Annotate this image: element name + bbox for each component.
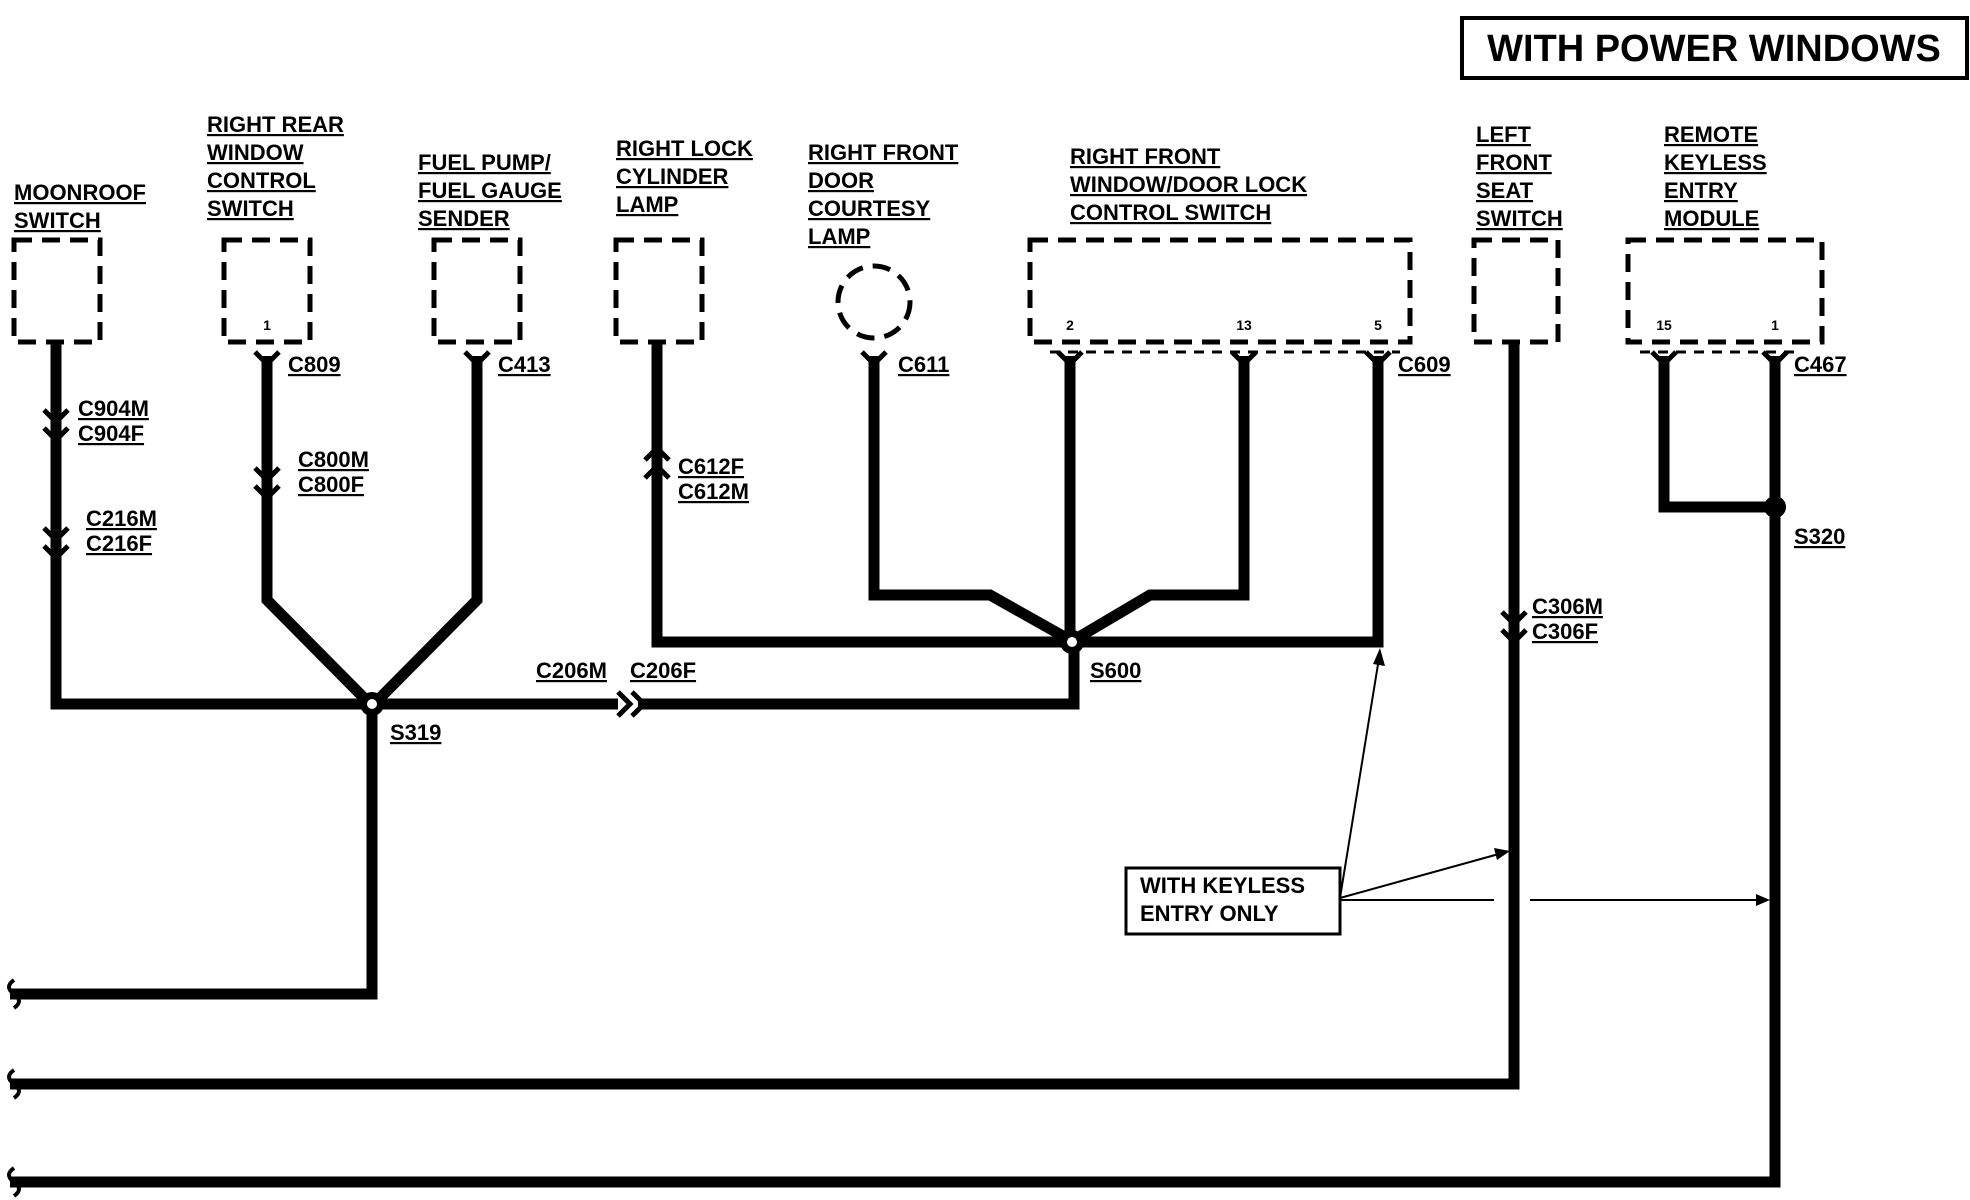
right-lock-cylinder-lamp-label: RIGHT LOCK CYLINDER LAMP (616, 136, 753, 217)
note-leader-arrows (1339, 648, 1770, 906)
right-front-door-courtesy-lamp-label: RIGHT FRONT DOOR COURTESY LAMP (808, 140, 959, 249)
connector-c216f: C216F (86, 531, 152, 556)
svg-text:LAMP: LAMP (616, 192, 678, 217)
pin-c609-13: 13 (1236, 317, 1252, 333)
svg-text:COURTESY: COURTESY (808, 196, 931, 221)
keyless-entry-note: WITH KEYLESS ENTRY ONLY (1124, 866, 1342, 936)
svg-text:RIGHT REAR: RIGHT REAR (207, 112, 344, 137)
svg-text:LAMP: LAMP (808, 224, 870, 249)
pin-c609-5: 5 (1374, 317, 1382, 333)
svg-text:SWITCH: SWITCH (207, 196, 294, 221)
connector-c306f: C306F (1532, 619, 1598, 644)
wire-c609-pin13 (1071, 356, 1250, 645)
svg-text:LEFT: LEFT (1476, 122, 1532, 147)
splice-s319: S319 (390, 720, 441, 745)
wire-c206f-to-s600 (638, 642, 1080, 710)
wire-rke-pin15 (1658, 356, 1775, 513)
wire-right-rear-window (261, 356, 374, 708)
splice-s320-dot (1764, 496, 1786, 518)
svg-text:RIGHT LOCK: RIGHT LOCK (616, 136, 753, 161)
svg-text:FUEL PUMP/: FUEL PUMP/ (418, 150, 551, 175)
wire-rke-pin1 (10, 356, 1781, 1188)
svg-text:SWITCH: SWITCH (14, 208, 101, 233)
splice-s319-dot-inner (367, 699, 377, 709)
wire-lock-cylinder (651, 342, 1070, 648)
wire-continuation-marks (7, 978, 21, 1198)
connector-c904f: C904F (78, 421, 144, 446)
connector-c612m: C612M (678, 479, 749, 504)
wire-c609-pin5 (1074, 356, 1384, 648)
svg-text:DOOR: DOOR (808, 168, 874, 193)
connector-c809: C809 (288, 352, 341, 377)
connector-c611: C611 (898, 352, 949, 377)
fuel-pump-sender-label: FUEL PUMP/ FUEL GAUGE SENDER (418, 150, 562, 231)
right-rear-window-switch-label: RIGHT REAR WINDOW CONTROL SWITCH (207, 112, 344, 221)
window-door-lock-switch-label: RIGHT FRONT WINDOW/DOOR LOCK CONTROL SWI… (1070, 144, 1307, 225)
wire-s319-down (10, 704, 378, 1000)
connector-c413: C413 (498, 352, 551, 377)
svg-text:SENDER: SENDER (418, 206, 510, 231)
moonroof-switch-label: MOONROOF SWITCH (14, 180, 146, 233)
connector-c216m: C216M (86, 506, 157, 531)
connector-c800f: C800F (298, 472, 364, 497)
svg-text:MODULE: MODULE (1664, 206, 1759, 231)
svg-text:FUEL GAUGE: FUEL GAUGE (418, 178, 562, 203)
connector-c612f: C612F (678, 454, 744, 479)
courtesy-lamp-circle (835, 263, 913, 341)
svg-text:CYLINDER: CYLINDER (616, 164, 729, 189)
svg-text:WINDOW: WINDOW (207, 140, 304, 165)
svg-text:ENTRY: ENTRY (1664, 178, 1738, 203)
svg-text:ENTRY ONLY: ENTRY ONLY (1140, 901, 1279, 926)
wires (10, 342, 1781, 1188)
right-lock-cylinder-lamp-box (613, 237, 705, 345)
right-rear-window-switch-box (221, 237, 313, 345)
inline-connectors (42, 408, 1528, 718)
fuel-pump-sender-box (431, 237, 523, 345)
splice-s600: S600 (1090, 658, 1141, 683)
window-door-lock-switch-box (1027, 237, 1413, 345)
pin-c467-15: 15 (1656, 317, 1672, 333)
pin-c609-2: 2 (1066, 317, 1074, 333)
moonroof-switch-box (11, 237, 103, 345)
remote-keyless-entry-module-box (1625, 237, 1825, 345)
svg-text:RIGHT FRONT: RIGHT FRONT (808, 140, 959, 165)
remote-keyless-entry-module-label: REMOTE KEYLESS ENTRY MODULE (1664, 122, 1767, 231)
left-front-seat-switch-box (1471, 237, 1561, 345)
pin-c467-1: 1 (1771, 317, 1779, 333)
svg-text:SEAT: SEAT (1476, 178, 1534, 203)
svg-text:RIGHT FRONT: RIGHT FRONT (1070, 144, 1221, 169)
wire-moonroof (50, 342, 372, 710)
splice-s600-dot-inner (1067, 637, 1077, 647)
pin-c809-1: 1 (263, 317, 271, 333)
left-front-seat-switch-label: LEFT FRONT SEAT SWITCH (1476, 122, 1563, 231)
svg-text:CONTROL SWITCH: CONTROL SWITCH (1070, 200, 1271, 225)
svg-text:KEYLESS: KEYLESS (1664, 150, 1767, 175)
connector-c609: C609 (1398, 352, 1451, 377)
splice-s320: S320 (1794, 524, 1845, 549)
connector-c904m: C904M (78, 396, 149, 421)
connector-c467: C467 (1794, 352, 1847, 377)
connector-chevrons (253, 350, 1789, 368)
svg-text:MOONROOF: MOONROOF (14, 180, 146, 205)
wire-seat-switch (10, 342, 1520, 1090)
svg-text:WITH KEYLESS: WITH KEYLESS (1140, 873, 1305, 898)
connector-c800m: C800M (298, 447, 369, 472)
svg-text:CONTROL: CONTROL (207, 168, 316, 193)
svg-text:FRONT: FRONT (1476, 150, 1552, 175)
connector-c306m: C306M (1532, 594, 1603, 619)
svg-text:SWITCH: SWITCH (1476, 206, 1563, 231)
wire-fuel-pump (370, 356, 483, 708)
svg-text:REMOTE: REMOTE (1664, 122, 1758, 147)
connector-c206m: C206M (536, 658, 607, 683)
title-box: WITH POWER WINDOWS (1460, 16, 1969, 80)
connector-c206f: C206F (630, 658, 696, 683)
svg-text:WINDOW/DOOR LOCK: WINDOW/DOOR LOCK (1070, 172, 1307, 197)
title: WITH POWER WINDOWS (1487, 28, 1941, 70)
wire-courtesy-lamp (868, 356, 1073, 645)
